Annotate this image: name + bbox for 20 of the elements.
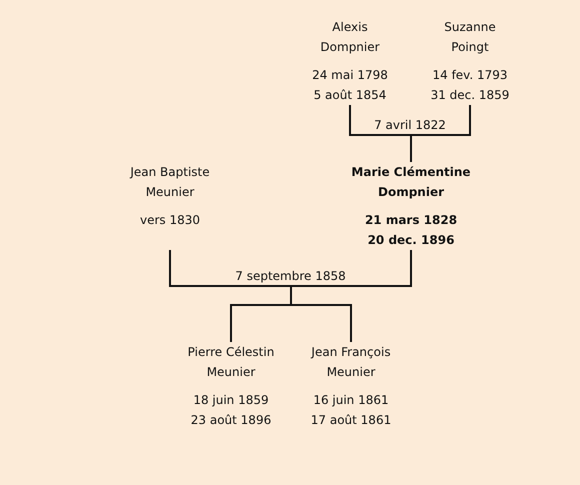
- life-date: 24 mai 1798: [312, 67, 388, 84]
- life-date: 14 fev. 1793: [432, 67, 508, 84]
- connector-line: [410, 105, 471, 162]
- person-name: Suzanne Poingt: [444, 19, 496, 56]
- person-name: Marie Clémentine Dompnier: [351, 164, 471, 201]
- life-date: 20 dec. 1896: [368, 232, 454, 249]
- life-date: 31 dec. 1859: [430, 87, 510, 104]
- life-date: 16 juin 1861: [313, 392, 389, 409]
- person-name: Jean François Meunier: [311, 344, 391, 381]
- life-date: 5 août 1854: [314, 87, 386, 104]
- person-name: Jean Baptiste Meunier: [130, 164, 210, 201]
- person-name: Pierre Célestin Meunier: [188, 344, 274, 381]
- life-date: vers 1830: [140, 212, 200, 229]
- person-name: Alexis Dompnier: [320, 19, 380, 56]
- connector-line: [290, 250, 412, 342]
- life-date: 21 mars 1828: [364, 212, 458, 229]
- edge-label: 7 septembre 1858: [233, 268, 348, 284]
- life-date: 17 août 1861: [310, 412, 392, 429]
- life-date: 23 août 1896: [190, 412, 272, 429]
- life-date: 18 juin 1859: [193, 392, 269, 409]
